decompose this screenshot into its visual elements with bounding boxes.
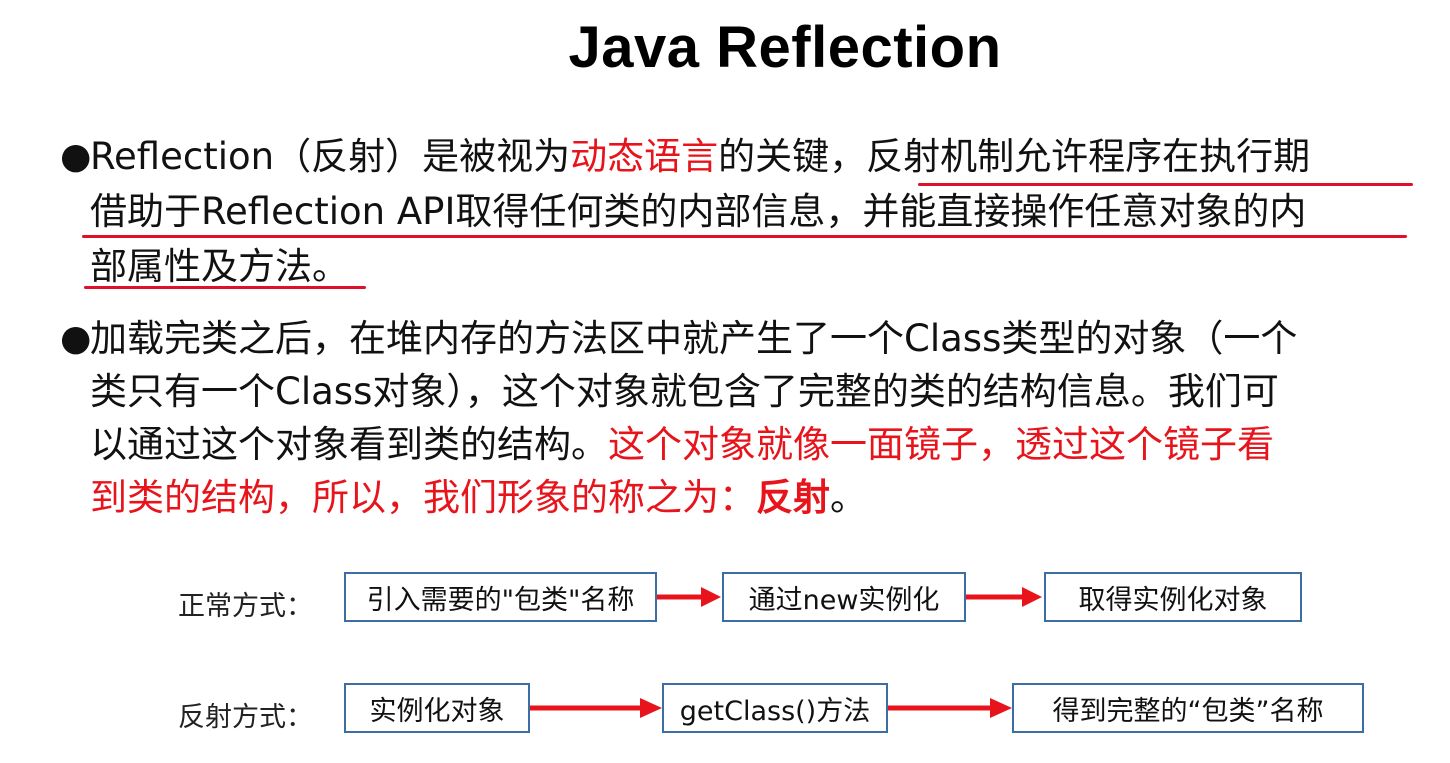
flow-box-get-object: 取得实例化对象: [1044, 572, 1302, 622]
text-segment: 。: [830, 476, 867, 519]
highlight-dynamic-language: 动态语言: [570, 135, 719, 178]
bullet-marker: ●: [60, 136, 92, 177]
flow-box-instance-object: 实例化对象: [344, 683, 530, 733]
flow-box-new-instance: 通过new实例化: [722, 572, 966, 622]
bullet2-line-1: 加载完类之后，在堆内存的方法区中就产生了一个Class类型的对象（一个: [90, 317, 1298, 360]
underline-mark: [84, 286, 366, 289]
text-segment: Reflection（反射）是被视为: [90, 135, 571, 178]
bullet2-line-3: 以通过这个对象看到类的结构。这个对象就像一面镜子，透过这个镜子看: [90, 418, 1274, 472]
bullet2-line-2: 类只有一个Class对象），这个对象就包含了完整的类的结构信息。我们可: [90, 370, 1279, 413]
arrow-right-icon: [657, 587, 721, 607]
arrow-right-icon: [530, 698, 662, 718]
underline-mark: [82, 235, 1407, 238]
bullet-reflection-definition: ● Reflection（反射）是被视为动态语言的关键，反射机制允许程序在执行期…: [60, 130, 1430, 300]
flow-box-import-package: 引入需要的"包类"名称: [344, 572, 657, 622]
bullet1-line-1: Reflection（反射）是被视为动态语言的关键，反射机制允许程序在执行期: [90, 130, 1310, 184]
highlight-structure: 到类的结构，所以，我们形象的称之为：: [90, 476, 756, 519]
arrow-right-icon: [966, 587, 1042, 607]
page-title: Java Reflection: [568, 15, 1002, 80]
flow-label-normal: 正常方式：: [178, 591, 313, 622]
underline-mark: [918, 183, 1413, 186]
text-segment: 的关键，反射机制允许程序在执行期: [718, 135, 1311, 178]
flow-box-getclass-method: getClass()方法: [662, 683, 888, 733]
bullet-marker: ●: [60, 318, 92, 359]
arrow-right-icon: [888, 698, 1012, 718]
highlight-reflection: 反射: [756, 476, 830, 519]
highlight-mirror: 这个对象就像一面镜子，透过这个镜子看: [608, 423, 1274, 466]
bullet1-line-3: 部属性及方法。: [90, 245, 349, 288]
flow-label-reflection: 反射方式：: [178, 702, 313, 733]
bullet1-line-2: 借助于Reflection API取得任何类的内部信息，并能直接操作任意对象的内: [90, 190, 1307, 233]
bullet2-line-4: 到类的结构，所以，我们形象的称之为：反射。: [90, 471, 867, 525]
bullet-class-object: ● 加载完类之后，在堆内存的方法区中就产生了一个Class类型的对象（一个 类只…: [60, 312, 1430, 537]
flow-box-full-package-name: 得到完整的“包类”名称: [1012, 683, 1364, 733]
text-segment: 以通过这个对象看到类的结构。: [90, 423, 608, 466]
